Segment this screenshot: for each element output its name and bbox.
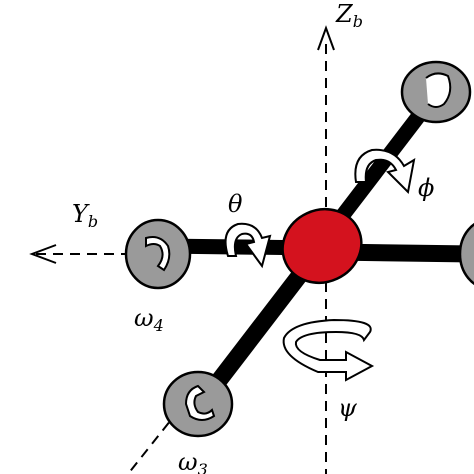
omega3-label: ω3 [178, 448, 208, 474]
omega4-label: ω4 [134, 304, 164, 335]
rotor-spin-arrow-icon [145, 236, 171, 272]
rotor-disc [458, 223, 474, 285]
theta-label: θ [228, 190, 243, 218]
rotor-upper-right [400, 60, 472, 124]
rotor-spin-arrow-icon [425, 72, 452, 108]
yb-axis-label: Yb [72, 200, 98, 231]
zb-axis-label: Zb [335, 0, 363, 31]
phi-rotation-arrow-icon [354, 148, 416, 195]
yb-axis-arrowhead [29, 244, 57, 264]
body-center [281, 208, 363, 284]
theta-rotation-arrow-icon [224, 222, 272, 269]
psi-rotation-arrow-icon [282, 318, 375, 382]
arm-upper-right [324, 91, 440, 237]
psi-label: ψ [338, 394, 358, 422]
rotor-spin-arrow-icon [184, 384, 216, 421]
rotor-left [124, 218, 192, 290]
rotor-lower-left [162, 370, 234, 438]
rotor-right [458, 223, 474, 285]
rotor-disc [162, 370, 234, 438]
arm-lower-left [197, 248, 323, 406]
rotor-disc [124, 218, 192, 290]
phi-label: ϕ [418, 174, 434, 202]
zb-axis-arrowhead [317, 25, 335, 51]
